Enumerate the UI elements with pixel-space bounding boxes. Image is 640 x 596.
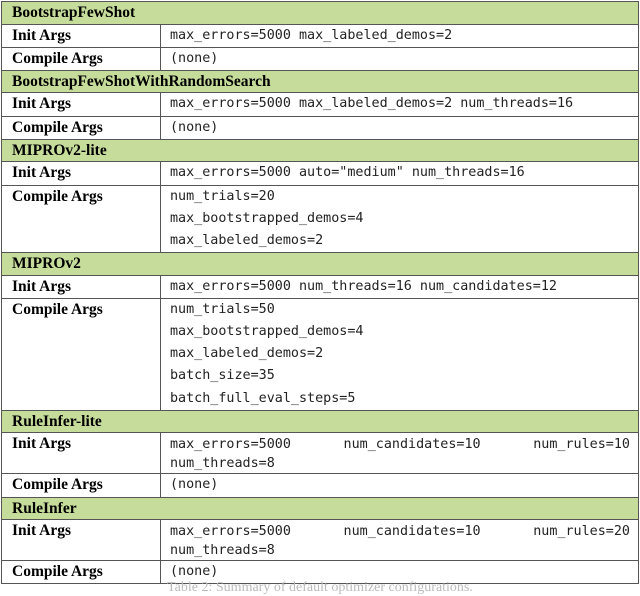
arg-line: (none) xyxy=(170,477,219,493)
compile-args-row: Compile Args num_trials=50 max_bootstrappe… xyxy=(1,297,639,411)
compile-args-row: Compile Args num_trials=20 max_bootstrappe… xyxy=(1,184,639,254)
init-args-label: Init Args xyxy=(1,23,161,48)
optimizer-name: RuleInfer-lite xyxy=(1,409,639,434)
arg-line: max_errors=5000 max_labeled_demos=2 num_… xyxy=(170,96,574,112)
arg-line: max_bootstrapped_demos=4 xyxy=(170,210,364,226)
section-header: MIPROv2 xyxy=(1,252,639,276)
init-args-label: Init Args xyxy=(1,161,161,186)
arg-line: max_labeled_demos=2 xyxy=(170,346,324,362)
arg-line: batch_full_eval_steps=5 xyxy=(170,390,356,406)
init-args-label: Init Args xyxy=(1,274,161,299)
init-args-row: Init Args max_errors=5000 max_labeled_dem… xyxy=(1,23,639,48)
compile-args-value: (none) xyxy=(160,46,639,71)
compile-args-row: Compile Args (none) xyxy=(1,46,639,71)
arg-line: max_errors=5000 max_labeled_demos=2 xyxy=(170,27,453,43)
compile-args-label: Compile Args xyxy=(1,560,161,585)
init-args-label: Init Args xyxy=(1,92,161,117)
optimizer-name: RuleInfer xyxy=(1,496,639,521)
init-args-row: Init Args max_errors=5000 num_threads=16 … xyxy=(1,274,639,299)
section-header: BootstrapFewShotWithRandomSearch xyxy=(1,69,639,94)
section-header: MIPROv2-lite xyxy=(1,138,639,163)
arg-line: num_trials=50 xyxy=(170,301,275,317)
compile-args-row: Compile Args (none) xyxy=(1,560,639,585)
compile-args-label: Compile Args xyxy=(1,297,161,411)
arg-line: max_errors=5000 num_threads=16 num_candi… xyxy=(170,278,557,294)
init-args-value: max_errors=5000 auto="medium" num_thread… xyxy=(160,161,639,186)
compile-args-value: (none) xyxy=(160,473,639,498)
arg-line: batch_size=35 xyxy=(170,368,275,384)
compile-args-row: Compile Args (none) xyxy=(1,115,639,140)
arg-line: num_trials=20 xyxy=(170,188,275,204)
section-header: BootstrapFewShot xyxy=(1,1,639,25)
init-args-row: Init Args max_errors=5000 max_labeled_dem… xyxy=(1,92,639,117)
table-caption: Table 2: Summary of default optimizer co… xyxy=(167,580,473,595)
optimizer-name: BootstrapFewShotWithRandomSearch xyxy=(1,69,639,94)
arg-line: max_labeled_demos=2 xyxy=(170,232,324,248)
init-args-row: Init Args max_errors=5000 auto="medium" n… xyxy=(1,161,639,186)
compile-args-label: Compile Args xyxy=(1,473,161,498)
arg-line: (none) xyxy=(170,50,219,66)
init-args-value: max_errors=5000 max_labeled_demos=2 xyxy=(160,23,639,48)
arg-line: (none) xyxy=(170,564,219,580)
section-header: RuleInfer-lite xyxy=(1,409,639,434)
compile-args-label: Compile Args xyxy=(1,46,161,71)
optimizer-name: MIPROv2 xyxy=(1,252,639,276)
arg-line: max_errors=5000 auto="medium" num_thread… xyxy=(170,165,525,181)
compile-args-row: Compile Args (none) xyxy=(1,473,639,498)
section-header: RuleInfer xyxy=(1,496,639,521)
arg-line: max_bootstrapped_demos=4 xyxy=(170,324,364,340)
init-args-value: max_errors=5000 max_labeled_demos=2 num_… xyxy=(160,92,639,117)
arg-line: (none) xyxy=(170,119,219,135)
compile-args-value: (none) xyxy=(160,560,639,585)
init-args-value: max_errors=5000 num_candidates=10 num_ru… xyxy=(160,432,639,475)
optimizer-name: BootstrapFewShot xyxy=(1,1,639,25)
compile-args-label: Compile Args xyxy=(1,184,161,254)
init-args-label: Init Args xyxy=(1,519,161,562)
optimizer-name: MIPROv2-lite xyxy=(1,138,639,163)
compile-args-label: Compile Args xyxy=(1,115,161,140)
init-args-value: max_errors=5000 num_threads=16 num_candi… xyxy=(160,274,639,299)
init-args-value: max_errors=5000 num_candidates=10 num_ru… xyxy=(160,519,639,562)
compile-args-value: (none) xyxy=(160,115,639,140)
init-args-label: Init Args xyxy=(1,432,161,475)
